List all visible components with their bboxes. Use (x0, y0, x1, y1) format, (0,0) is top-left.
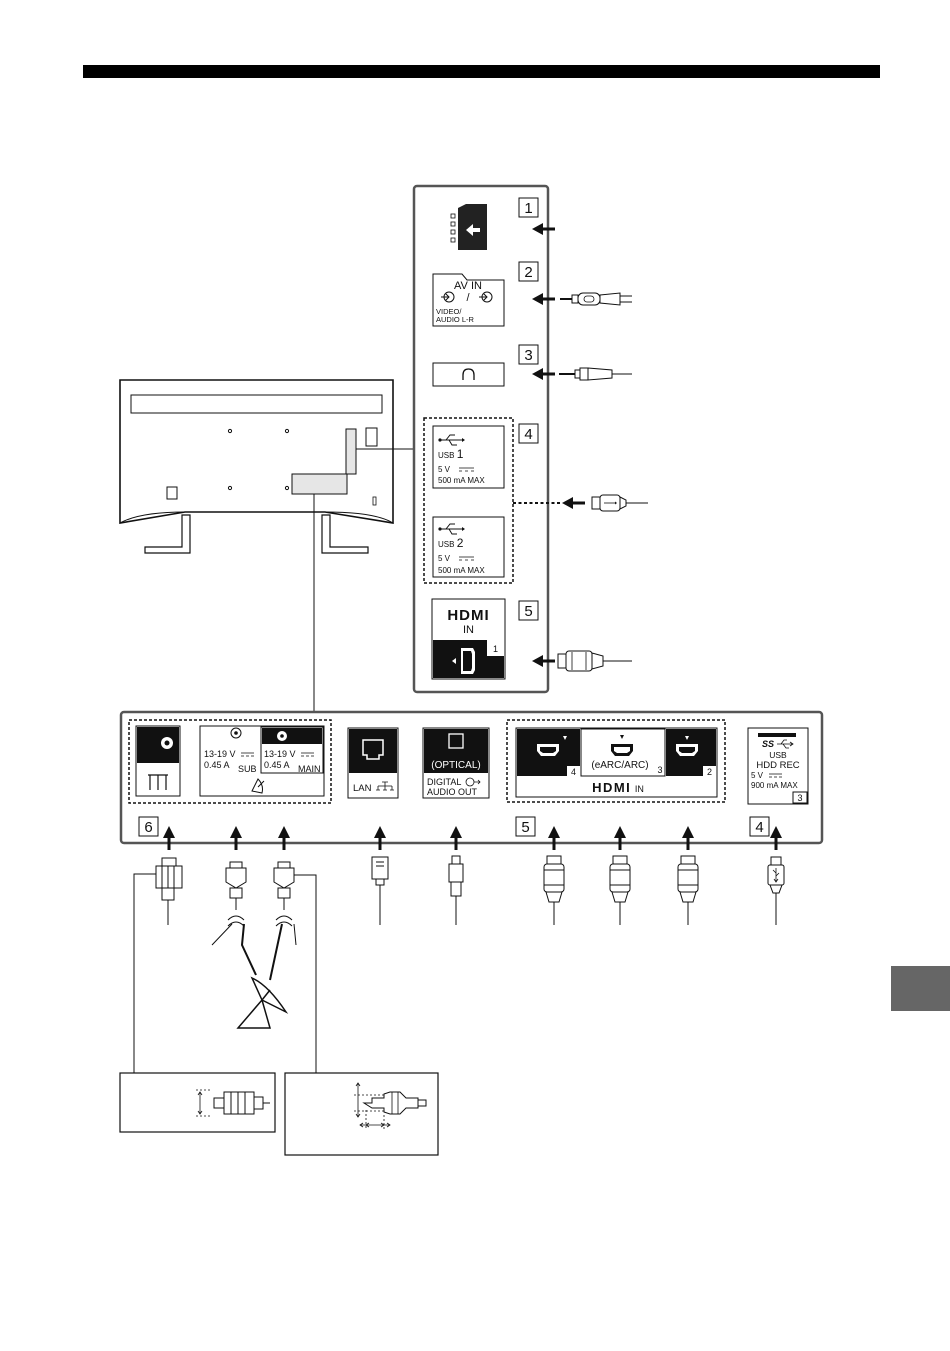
svg-text:SS: SS (762, 739, 774, 749)
usb1-port: USB 1 5 V 500 mA MAX (433, 426, 504, 488)
usb-plug-icon (592, 495, 648, 511)
sat-main-current: 0.45 A (264, 760, 290, 770)
hdmi-plug-2-icon (678, 856, 698, 925)
usb3-num: 3 (797, 793, 802, 803)
hdmi-port4-num: 4 (571, 767, 576, 777)
usb-plug-bottom-icon (768, 857, 784, 925)
satellite-dish-icon (238, 978, 286, 1028)
usb2-num: 2 (457, 536, 464, 550)
optical-line3: AUDIO OUT (427, 787, 478, 797)
headphone-plug-icon (559, 368, 632, 380)
usb2-label: USB (438, 540, 454, 549)
usb1-current: 500 mA MAX (438, 476, 485, 485)
usb2-current: 500 mA MAX (438, 566, 485, 575)
callout-2: 2 (524, 264, 532, 281)
hdmi-rear-in-label: IN (635, 784, 644, 794)
tv-rear-view (120, 380, 414, 712)
hdmi-port3-num: 3 (657, 765, 662, 775)
tv-bottom-port-area (292, 474, 347, 494)
hdmi-port2-num: 2 (707, 767, 712, 777)
callout-5: 5 (524, 603, 532, 620)
antenna-plug-detail (120, 1073, 275, 1132)
hdmi-plug-4-icon (544, 856, 564, 925)
optical-port: (OPTICAL) DIGITAL AUDIO OUT (423, 728, 489, 798)
usb1-power: 5 V (438, 465, 451, 474)
usb3-port: SS USB HDD REC 5 V 900 mA MAX 3 (748, 728, 808, 804)
section-tab (891, 966, 950, 1011)
sat-main-tag: MAIN (298, 764, 321, 774)
hdmi-rear-ports: 4 (eARC/ARC) 3 2 HDMI IN (516, 728, 717, 797)
hdmi-port3-label: (eARC/ARC) (591, 760, 648, 771)
av-mini-plug-icon (560, 293, 632, 305)
usb2-port: USB 2 5 V 500 mA MAX (433, 517, 504, 577)
usb3-current: 900 mA MAX (751, 781, 798, 790)
callout-1: 1 (524, 200, 532, 217)
callout-6: 6 (144, 819, 152, 836)
lan-plug-icon (372, 857, 388, 925)
optical-line2: DIGITAL (427, 777, 461, 787)
usb3-label: USB (769, 750, 787, 760)
satellite-plug-main-icon (270, 862, 296, 980)
hdmi-plug-3-icon (610, 856, 630, 925)
av-in-sub2: AUDIO L-R (436, 315, 475, 324)
leader-antenna-detail (134, 874, 156, 1073)
av-in-title: AV IN (454, 280, 482, 292)
callout-4-bottom: 4 (755, 819, 763, 836)
callout-3: 3 (524, 347, 532, 364)
usb1-label: USB (438, 451, 454, 460)
lan-port: LAN (348, 728, 398, 798)
hdmi1-num: 1 (493, 644, 498, 654)
usb3-sub: HDD REC (756, 760, 799, 771)
antenna-port (136, 726, 180, 796)
hdmi-plug-side-icon (558, 651, 632, 671)
leader-satellite-detail (294, 875, 316, 1073)
usb3-power: 5 V (751, 771, 764, 780)
lan-label: LAN (353, 783, 372, 794)
satellite-plug-sub-icon (212, 862, 256, 975)
av-in-port: AV IN / VIDEO/ AUDIO L-R (433, 274, 504, 326)
sat-sub-current: 0.45 A (204, 760, 230, 770)
usb1-num: 1 (457, 447, 464, 461)
sat-main-voltage: 13-19 V (264, 749, 296, 759)
sat-sub-tag: SUB (238, 764, 257, 774)
satellite-plug-detail (285, 1073, 438, 1155)
sat-sub-voltage: 13-19 V (204, 749, 236, 759)
satellite-ports: 13-19 V 0.45 A SUB 13-19 V 0.45 A MAIN (200, 726, 324, 796)
hdmi1-logo: HDMI (447, 607, 489, 624)
tv-side-port-area (346, 429, 356, 474)
optical-plug-icon (449, 856, 463, 925)
optical-line1: (OPTICAL) (431, 760, 480, 771)
callout-4: 4 (524, 426, 532, 443)
header-bar (83, 65, 880, 78)
headphone-port (433, 363, 504, 386)
antenna-plug-icon (156, 858, 182, 925)
callout-5-bottom: 5 (521, 819, 529, 836)
hdmi1-in-label: IN (463, 624, 474, 636)
hdmi1-port: HDMI IN 1 (432, 599, 505, 679)
hdmi-rear-logo: HDMI (592, 780, 631, 795)
usb3-ss: SS (762, 739, 774, 749)
usb2-power: 5 V (438, 554, 451, 563)
